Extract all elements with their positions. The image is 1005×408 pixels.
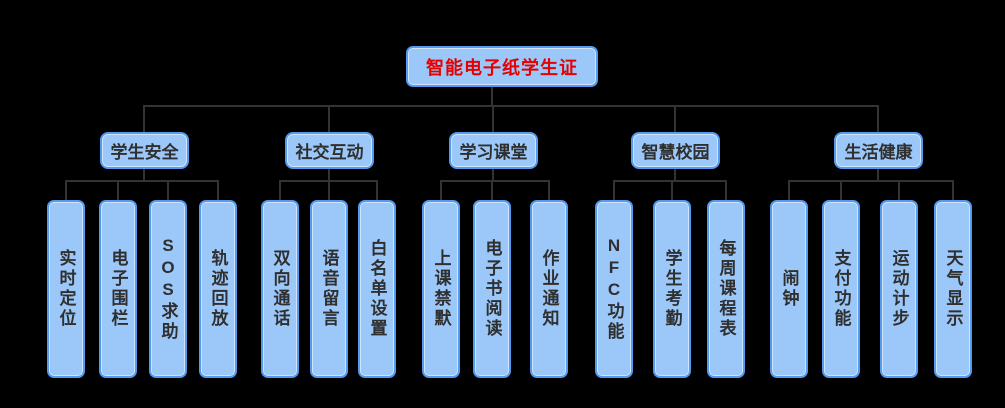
category-node-student-safety: 学生安全 <box>100 132 189 169</box>
leaf-node-step-counter: 运动计步 <box>880 200 918 378</box>
leaf-label: SOS求助 <box>158 236 178 342</box>
leaf-node-nfc-function: NFC功能 <box>595 200 633 378</box>
leaf-node-electronic-fence: 电子围栏 <box>99 200 137 378</box>
leaf-label: 白名单设置 <box>367 239 387 339</box>
leaf-node-sos-help: SOS求助 <box>149 200 187 378</box>
leaf-label: 实时定位 <box>56 249 76 329</box>
root-node: 智能电子纸学生证 <box>406 46 598 87</box>
leaf-node-two-way-call: 双向通话 <box>261 200 299 378</box>
leaf-label: 轨迹回放 <box>208 249 228 329</box>
leaf-node-track-playback: 轨迹回放 <box>199 200 237 378</box>
category-label: 学生安全 <box>110 143 179 162</box>
leaf-label: 学生考勤 <box>662 249 682 329</box>
leaf-label: 天气显示 <box>943 249 963 329</box>
leaf-label: 闹钟 <box>779 269 799 309</box>
leaf-label: NFC功能 <box>604 236 624 342</box>
category-node-life-health: 生活健康 <box>834 132 923 169</box>
leaf-node-student-attendance: 学生考勤 <box>653 200 691 378</box>
leaf-node-alarm-clock: 闹钟 <box>770 200 808 378</box>
root-node-label: 智能电子纸学生证 <box>426 57 578 78</box>
category-label: 生活健康 <box>844 143 913 162</box>
category-label: 学习课堂 <box>459 143 528 162</box>
leaf-label: 每周课程表 <box>716 239 736 339</box>
leaf-node-homework-notice: 作业通知 <box>530 200 568 378</box>
leaf-label: 语音留言 <box>319 249 339 329</box>
category-node-smart-campus: 智慧校园 <box>631 132 720 169</box>
leaf-node-realtime-positioning: 实时定位 <box>47 200 85 378</box>
leaf-node-whitelist-settings: 白名单设置 <box>358 200 396 378</box>
leaf-node-payment-function: 支付功能 <box>822 200 860 378</box>
leaf-label: 支付功能 <box>831 249 851 329</box>
leaf-label: 电子书阅读 <box>482 239 502 339</box>
leaf-label: 运动计步 <box>889 249 909 329</box>
category-node-social-interaction: 社交互动 <box>285 132 374 169</box>
leaf-label: 作业通知 <box>539 249 559 329</box>
category-label: 社交互动 <box>295 143 364 162</box>
leaf-node-ebook-reading: 电子书阅读 <box>473 200 511 378</box>
category-node-learning-classroom: 学习课堂 <box>449 132 538 169</box>
leaf-label: 电子围栏 <box>108 249 128 329</box>
leaf-label: 上课禁默 <box>431 249 451 329</box>
leaf-node-voice-message: 语音留言 <box>310 200 348 378</box>
leaf-node-class-silence: 上课禁默 <box>422 200 460 378</box>
leaf-node-weekly-schedule: 每周课程表 <box>707 200 745 378</box>
leaf-label: 双向通话 <box>270 249 290 329</box>
leaf-node-weather-display: 天气显示 <box>934 200 972 378</box>
category-label: 智慧校园 <box>641 143 710 162</box>
